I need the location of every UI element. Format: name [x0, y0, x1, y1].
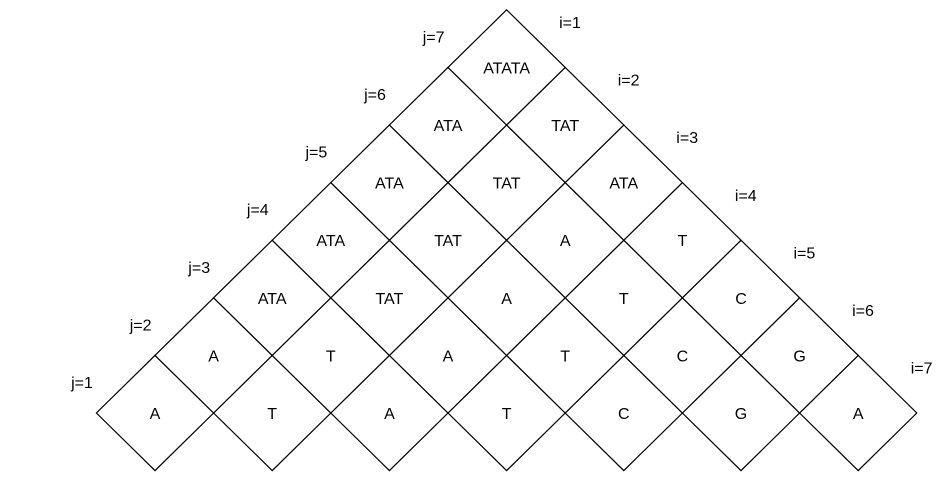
cell-label: T	[560, 348, 570, 365]
cell-label: T	[678, 233, 688, 250]
i-label: i=3	[676, 130, 698, 147]
cell-label: ATA	[434, 118, 463, 135]
i-label: i=2	[618, 73, 640, 90]
cell-label: G	[793, 348, 805, 365]
cell-label: ATA	[609, 176, 638, 193]
cell-1-7: ATATA	[447, 8, 567, 126]
i-label: i=6	[852, 303, 874, 320]
j-label: j=4	[246, 202, 269, 219]
cell-label: TAT	[434, 233, 462, 250]
cell-label: T	[502, 406, 512, 423]
cell-label: C	[618, 406, 630, 423]
cell-label: A	[208, 348, 219, 365]
cell-label: T	[326, 348, 336, 365]
cell-label: TAT	[551, 118, 579, 135]
i-label: i=4	[735, 188, 757, 205]
cell-label: A	[501, 291, 512, 308]
i-label: i=5	[794, 245, 816, 262]
cell-label: G	[735, 406, 747, 423]
cell-label: C	[735, 291, 747, 308]
cell-label: A	[560, 233, 571, 250]
j-label: j=1	[70, 375, 93, 392]
j-label: j=3	[187, 260, 210, 277]
cell-label: C	[677, 348, 689, 365]
cell-label: T	[267, 406, 277, 423]
j-label: j=5	[305, 145, 328, 162]
cell-label: ATATA	[483, 60, 530, 77]
cell-label: TAT	[493, 176, 521, 193]
cell-label: ATA	[316, 233, 345, 250]
cell-label: ATA	[258, 291, 287, 308]
cell-label: A	[150, 406, 161, 423]
j-label: j=6	[363, 87, 386, 104]
cell-label: TAT	[375, 291, 403, 308]
j-label: j=2	[129, 317, 152, 334]
i-label: i=1	[559, 15, 581, 32]
cell-label: A	[443, 348, 454, 365]
cell-diamond	[447, 8, 567, 126]
cell-label: ATA	[375, 176, 404, 193]
cell-label: T	[619, 291, 629, 308]
labels-layer: j=1 j=2 j=3 j=4 j=5 j=6 j=7 i=1 i=2 i=3 i=4 i=5 i=6 i…	[70, 15, 932, 392]
cell-label: A	[853, 406, 864, 423]
j-label: j=7	[422, 29, 445, 46]
cell-label: A	[384, 406, 395, 423]
i-label: i=7	[911, 361, 933, 378]
